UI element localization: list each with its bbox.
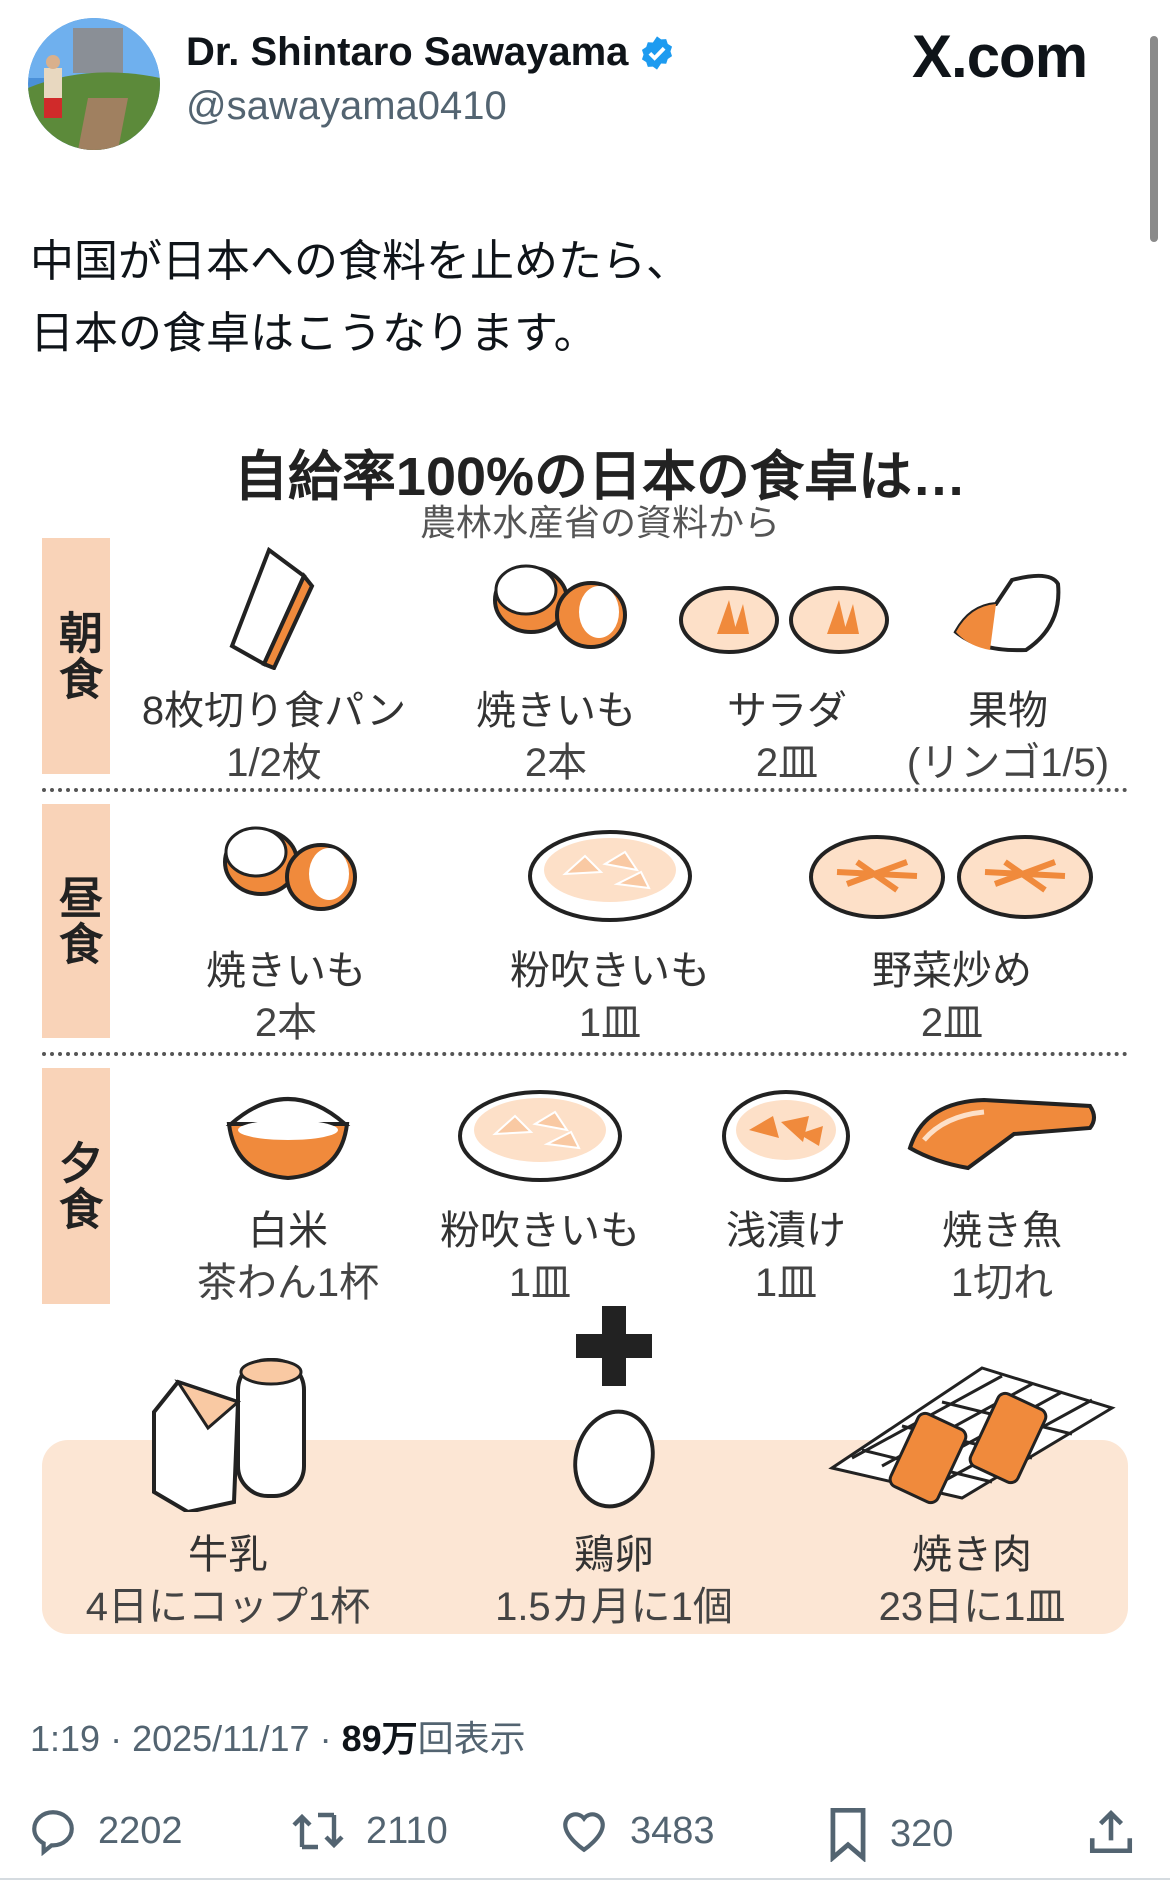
- infographic-subtitle: 農林水産省の資料から: [419, 502, 781, 543]
- divider: [42, 1052, 1128, 1056]
- food-qty: 茶わん1杯: [196, 1261, 380, 1305]
- food-qty: 1皿: [508, 1261, 572, 1305]
- repost-icon: [290, 1806, 346, 1856]
- view-count: 89万: [341, 1718, 418, 1759]
- reply-icon: [28, 1806, 78, 1856]
- food-name: 果物: [968, 689, 1048, 733]
- food-qty: 1皿: [578, 1001, 642, 1045]
- display-name: Dr. Shintaro Sawayama: [186, 30, 629, 74]
- food-qty: 1皿: [754, 1261, 818, 1305]
- author-name[interactable]: Dr. Shintaro Sawayama: [186, 30, 676, 75]
- scrollbar[interactable]: [1150, 36, 1158, 242]
- grilled-fish-icon: [904, 1092, 1100, 1172]
- sweet-potato-icon: [211, 822, 361, 926]
- food-qty: 2本: [524, 741, 588, 785]
- divider: [0, 1878, 1170, 1880]
- heart-icon: [558, 1806, 610, 1856]
- food-name: 焼き魚: [942, 1209, 1062, 1253]
- food-qty: 2本: [254, 1001, 318, 1045]
- food-qty: 2皿: [920, 1001, 984, 1045]
- food-qty: 1.5カ月に1個: [495, 1585, 733, 1629]
- food-name: 粉吹きいも: [440, 1209, 640, 1253]
- repost-count: 2110: [366, 1809, 448, 1852]
- grilled-meat-icon: [822, 1358, 1122, 1508]
- food-name: サラダ: [727, 689, 847, 733]
- food-name: 鶏卵: [574, 1533, 654, 1577]
- tweet-text: 中国が日本への食料を止めたら、 日本の食卓はこうなります。: [30, 226, 690, 370]
- food-qty: 2皿: [755, 741, 819, 785]
- meal-label-breakfast: 朝食: [42, 538, 110, 774]
- food-qty: 23日に1皿: [878, 1585, 1066, 1629]
- share-button[interactable]: [1086, 1806, 1136, 1858]
- share-icon: [1086, 1806, 1136, 1858]
- bread-icon: [224, 546, 324, 670]
- bookmark-icon: [826, 1806, 870, 1862]
- bookmark-count: 320: [890, 1812, 954, 1855]
- milk-icon: [148, 1352, 308, 1512]
- avatar[interactable]: [28, 18, 160, 150]
- salad-icon: [677, 570, 897, 656]
- post-time[interactable]: 1:19: [30, 1718, 101, 1759]
- steamed-potato-plate-icon: [455, 1086, 625, 1186]
- x-com-logo: X.com: [912, 23, 1088, 90]
- post-date[interactable]: 2025/11/17: [132, 1718, 310, 1759]
- egg-icon: [570, 1406, 658, 1512]
- steamed-potato-plate-icon: [525, 826, 695, 926]
- food-name: 焼きいも: [206, 949, 366, 993]
- stir-fry-icon: [807, 832, 1097, 922]
- food-qty: 1切れ: [950, 1261, 1054, 1305]
- like-button[interactable]: 3483: [558, 1806, 715, 1856]
- reply-count: 2202: [98, 1809, 183, 1852]
- apple-slice-icon: [950, 566, 1066, 656]
- food-name: 牛乳: [188, 1533, 268, 1577]
- food-name: 8枚切り食パン: [141, 689, 407, 733]
- tweet-line: 日本の食卓はこうなります。: [30, 309, 598, 358]
- verified-badge-icon: [638, 34, 676, 72]
- reply-button[interactable]: 2202: [28, 1806, 183, 1856]
- food-name: 焼き肉: [912, 1533, 1032, 1577]
- pickles-icon: [719, 1086, 853, 1186]
- author-handle[interactable]: @sawayama0410: [186, 84, 507, 128]
- rice-bowl-icon: [221, 1078, 355, 1184]
- infographic-title: 自給率100%の日本の食卓は…: [233, 447, 967, 507]
- divider: [42, 788, 1128, 792]
- meal-label-dinner: 夕食: [42, 1068, 110, 1304]
- tweet-meta: 1:19 · 2025/11/17 · 89万回表示: [30, 1718, 526, 1759]
- like-count: 3483: [630, 1809, 715, 1852]
- food-name: 焼きいも: [476, 689, 636, 733]
- tweet-line: 中国が日本への食料を止めたら、: [30, 237, 690, 286]
- food-name: 白米: [248, 1209, 328, 1253]
- food-name: 粉吹きいも: [510, 949, 710, 993]
- food-qty: 4日にコップ1杯: [85, 1585, 371, 1629]
- meal-label-lunch: 昼食: [42, 804, 110, 1038]
- plus-icon: [576, 1306, 652, 1386]
- food-name: 野菜炒め: [872, 949, 1032, 993]
- view-label: 回表示: [417, 1718, 526, 1759]
- food-name: 浅漬け: [726, 1209, 846, 1253]
- repost-button[interactable]: 2110: [290, 1806, 448, 1856]
- bookmark-button[interactable]: 320: [826, 1806, 953, 1862]
- food-qty: (リンゴ1/5): [906, 741, 1110, 785]
- sweet-potato-icon: [481, 560, 631, 664]
- food-qty: 1/2枚: [226, 741, 322, 785]
